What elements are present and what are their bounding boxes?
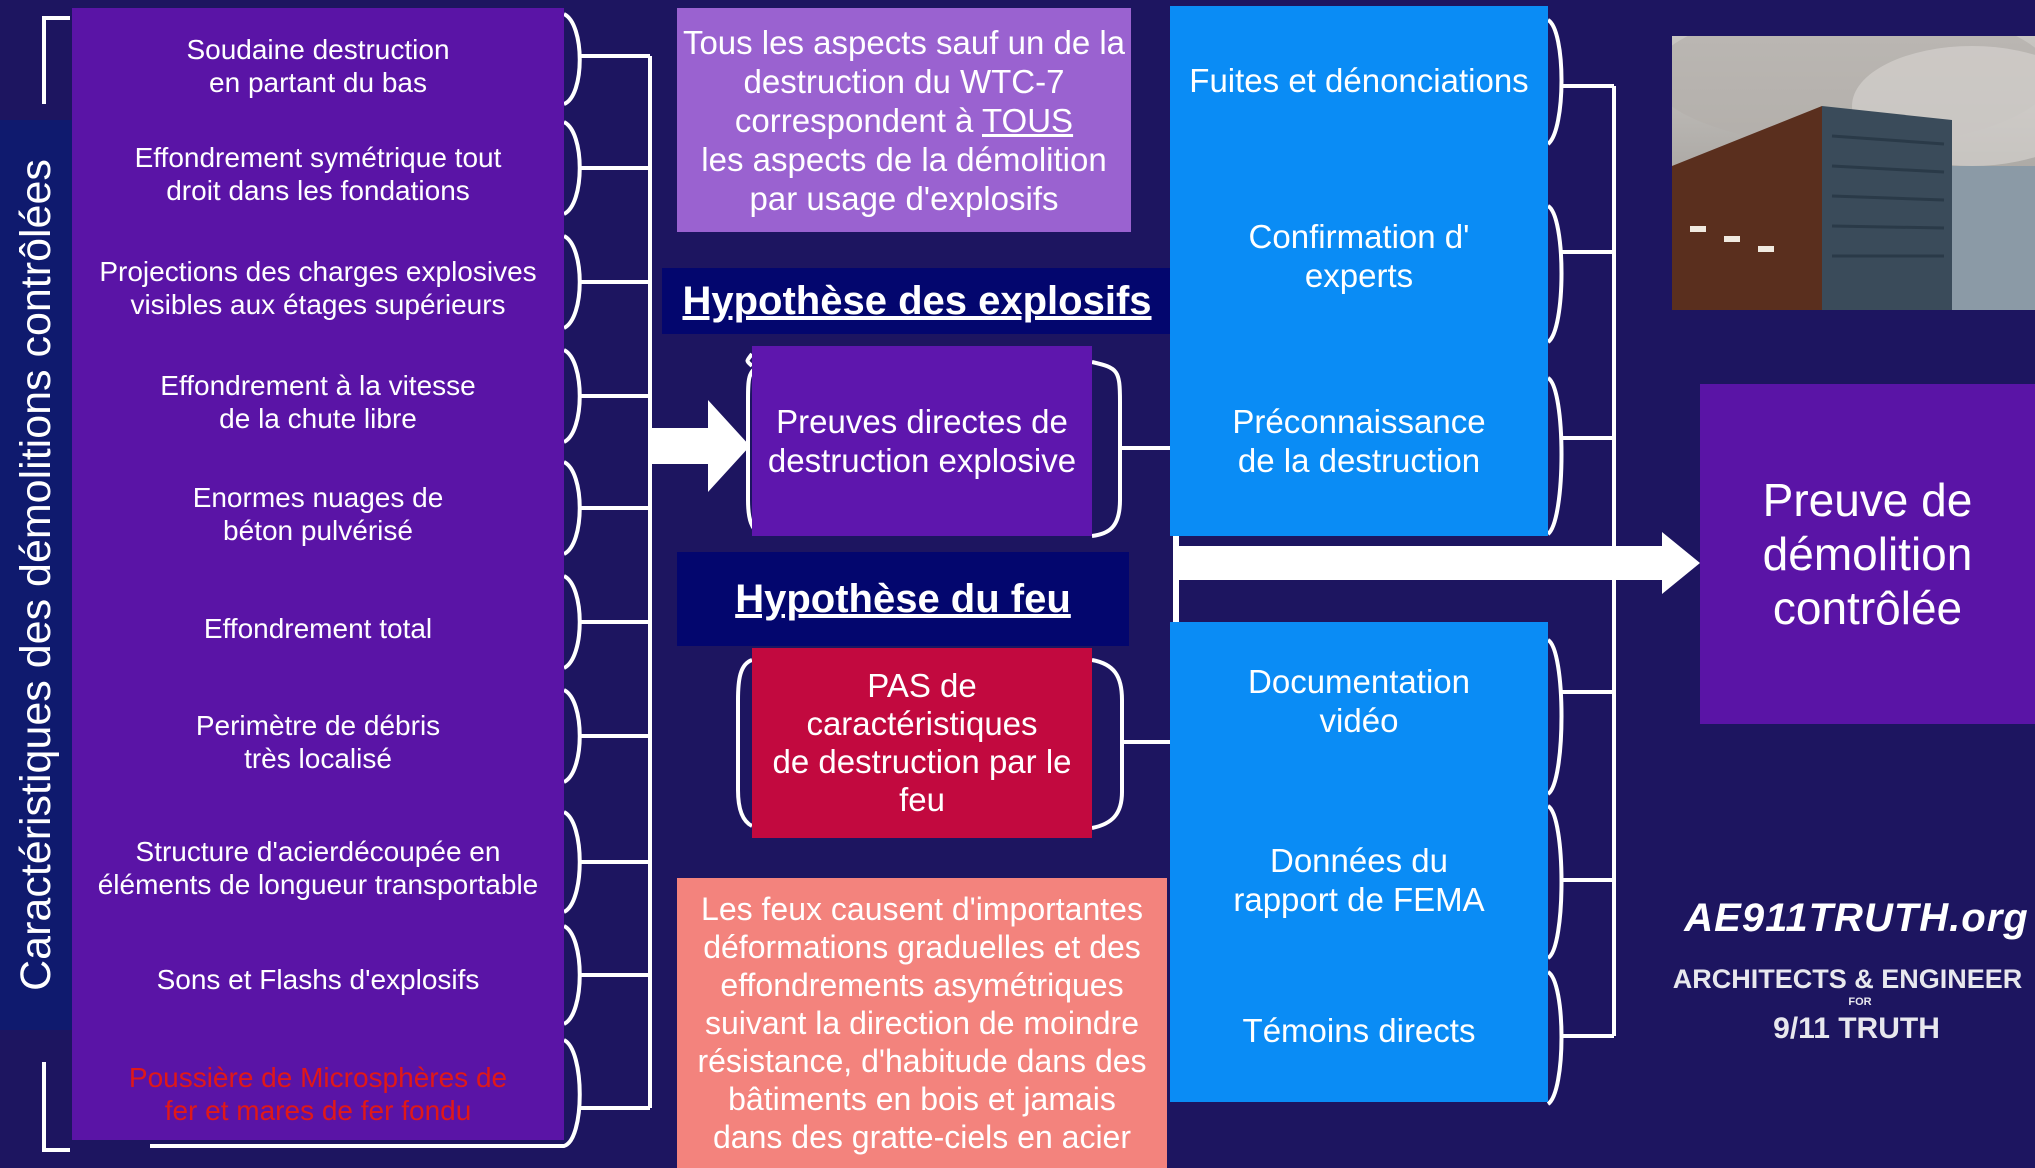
evidence-line: Documentation (1248, 663, 1470, 700)
result-box: Preuve de démolition contrôlée (1700, 384, 2035, 724)
bracket-bottom-left (42, 1062, 70, 1152)
evidence-line: experts (1304, 257, 1414, 294)
box-fire-line: feu (899, 781, 945, 818)
evidence-line: Témoins directs (1242, 1011, 1476, 1049)
bracket-top-left (42, 16, 70, 104)
callout-top-line: correspondent à TOUS (735, 101, 1073, 140)
feature-item: Sons et Flashs d'explosifs (72, 930, 564, 1028)
feature-line: Effondrement total (203, 612, 433, 644)
result-line: démolition (1762, 528, 1973, 580)
feature-line: en partant du bas (209, 67, 427, 98)
feature-line: très localisé (244, 743, 392, 774)
callout-top-prefix: correspondent à (734, 101, 982, 139)
logo-truth: 9/11 TRUTH (1773, 1012, 1940, 1045)
feature-line: Effondrement symétrique tout (134, 142, 502, 173)
side-label: Caractéristiques des démolitions contrôl… (12, 159, 60, 991)
logo-for: FOR (1848, 996, 1872, 1008)
feature-item: Effondrement total (72, 580, 564, 676)
feature-line: Poussière de Microsphères de (128, 1062, 508, 1093)
evidence-line: Préconnaissance (1232, 403, 1486, 440)
evidence-line: vidéo (1319, 702, 1399, 739)
evidence-column-bottom (1170, 622, 1548, 1102)
box-fire-evidence: PAS de caractéristiques de destruction p… (752, 648, 1092, 838)
feature-taps (580, 54, 652, 1110)
heading-explosives-hypothesis: Hypothèse des explosifs (662, 268, 1172, 334)
evidence-line: Confirmation d' (1248, 218, 1470, 255)
callout-top-line: les aspects de la démolition (701, 140, 1107, 178)
callout-top: Tous les aspects sauf un de la destructi… (677, 8, 1131, 232)
evidence-line: rapport de FEMA (1233, 881, 1485, 918)
feature-line: Effondrement à la vitesse (160, 370, 476, 401)
box-fire-line: de destruction par le (772, 743, 1072, 780)
feature-line: Soudaine destruction (186, 34, 450, 65)
callout-top-emphasis: TOUS (982, 101, 1074, 139)
box-explosive-evidence: Preuves directes de destruction explosiv… (752, 346, 1092, 536)
feature-line: Structure d'acierdécoupée en (135, 836, 501, 867)
callout-top-line: par usage d'explosifs (749, 179, 1059, 217)
feature-line: fer et mares de fer fondu (164, 1095, 472, 1126)
arrow-to-result (1176, 532, 1700, 594)
box-fire-line: PAS de (867, 667, 977, 704)
feature-line: Projections des charges explosives (99, 256, 537, 287)
callout-bottom-line: bâtiments en bois et jamais (728, 1081, 1116, 1117)
result-line: contrôlée (1772, 582, 1963, 634)
callout-bottom-line: suivant la direction de moindre (704, 1005, 1139, 1041)
logo-subtitle: ARCHITECTS & ENGINEER (1672, 964, 2023, 994)
heading-explosives-text: Hypothèse des explosifs (682, 278, 1152, 323)
side-label-band (0, 120, 72, 1030)
feature-line: droit dans les fondations (166, 175, 470, 206)
evidence-line: de la destruction (1237, 442, 1481, 479)
heading-fire-text: Hypothèse du feu (735, 576, 1071, 621)
arrow-to-explosives (652, 400, 750, 492)
feature-line: visibles aux étages supérieurs (130, 289, 506, 320)
evidence-column-top (1170, 6, 1548, 536)
callout-bottom-line: dans des gratte-ciels en acier (713, 1119, 1131, 1155)
result-line: Preuve de (1762, 474, 1973, 526)
callout-bottom-line: effondrements asymétriques (720, 967, 1124, 1003)
feature-line: Perimètre de débris (195, 710, 441, 741)
callout-bottom-line: résistance, d'habitude dans des (697, 1043, 1147, 1079)
fire-box-outline (736, 658, 754, 828)
callout-bottom-line: déformations graduelles et des (703, 929, 1141, 965)
evidence-line: Fuites et dénonciations (1189, 61, 1529, 99)
evidence-item: Fuites et dénonciations (1170, 20, 1548, 140)
evidence-item: Témoins directs (1170, 970, 1548, 1090)
feature-line: Sons et Flashs d'explosifs (156, 963, 480, 995)
wtc7-photo (1672, 36, 2035, 310)
features-column (72, 8, 564, 1140)
box-explosive-line: Preuves directes de (776, 403, 1068, 440)
feature-curves (150, 12, 582, 1148)
box-fire-line: caractéristiques (806, 705, 1038, 742)
feature-line: éléments de longueur transportable (97, 869, 539, 900)
logo-main: AE911TRUTH.org (1684, 896, 2029, 940)
explosives-box-outline (745, 352, 1122, 538)
callout-top-line: destruction du WTC-7 (743, 62, 1065, 100)
callout-bottom-line: Les feux causent d'importantes (701, 891, 1143, 927)
evidence-item: Confirmation d'experts (1170, 166, 1548, 346)
evidence-line: Données du (1270, 842, 1448, 879)
heading-fire-hypothesis: Hypothèse du feu (677, 552, 1129, 646)
box-explosive-line: destruction explosive (767, 442, 1077, 479)
feature-line: Enormes nuages de (192, 482, 444, 513)
feature-line: béton pulvérisé (223, 515, 413, 546)
callout-top-line: Tous les aspects sauf un de la (682, 23, 1126, 61)
feature-line: de la chute libre (219, 403, 417, 434)
